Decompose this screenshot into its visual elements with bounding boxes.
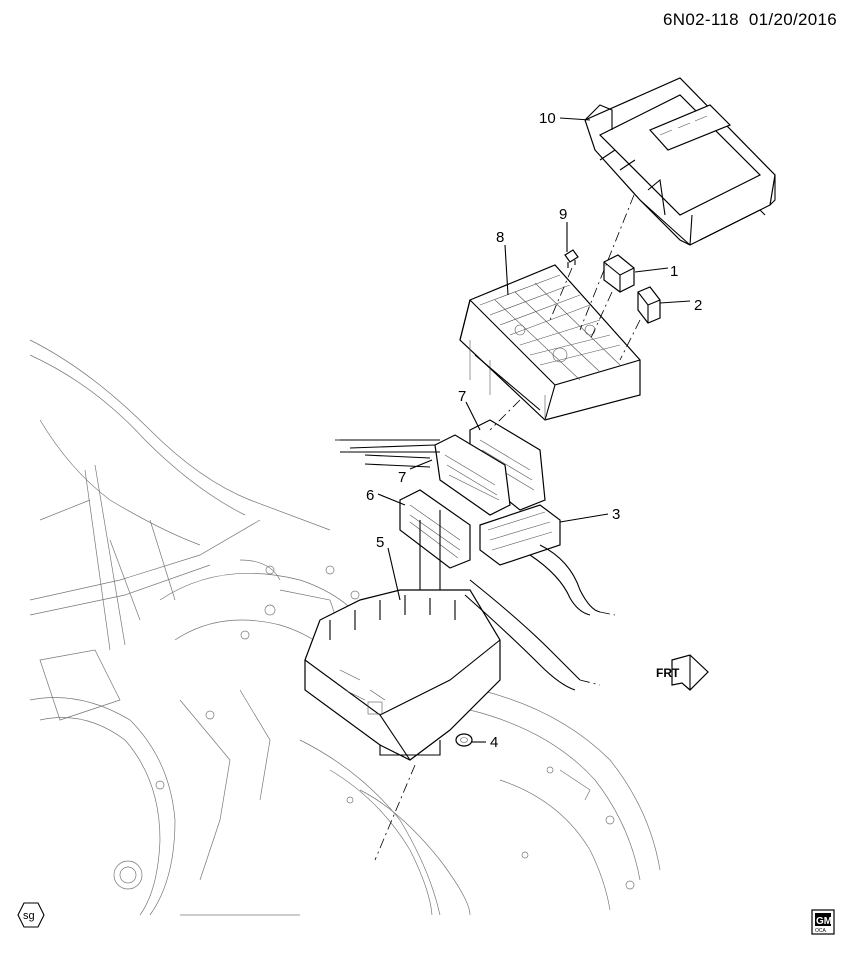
diagram-header: 6N02-118 01/20/2016: [663, 10, 837, 30]
callout-3: 3: [612, 506, 620, 523]
fuse-block-part: [459, 264, 641, 421]
callout-4: 4: [490, 734, 498, 751]
nut-part: [455, 733, 473, 747]
diagram-code: 6N02-118: [663, 10, 739, 29]
gm-logo: GM OCA: [811, 909, 835, 935]
callout-7a: 7: [458, 388, 466, 405]
connector-left-part: [399, 489, 471, 569]
vehicle-body-outline: [29, 339, 661, 916]
assembly-lines: [335, 194, 641, 861]
callout-5: 5: [376, 534, 384, 551]
cover-part: [584, 77, 776, 246]
diagram-date: 01/20/2016: [748, 10, 837, 29]
callout-9: 9: [559, 206, 567, 223]
leader-lines: [377, 117, 691, 743]
callout-2: 2: [694, 297, 702, 314]
callout-10: 10: [539, 110, 556, 127]
callout-labels: 10 9 1 2 8 7 7 6 3 5 4: [366, 110, 702, 751]
callout-6: 6: [366, 487, 374, 504]
callout-7b: 7: [398, 469, 406, 486]
bracket-part: [304, 510, 581, 761]
front-direction-arrow: FRT: [656, 654, 709, 691]
connector-upper-part: [340, 419, 546, 516]
gm-logo-text: GM: [816, 916, 832, 927]
sg-mark-text: sg: [23, 910, 35, 922]
sg-mark: sg: [17, 902, 45, 928]
callout-8: 8: [496, 229, 504, 246]
relay-small-part: [637, 286, 661, 324]
connector-right-part: [479, 504, 601, 616]
callout-1: 1: [670, 263, 678, 280]
fuse-part: [564, 249, 579, 268]
frt-label: FRT: [656, 666, 680, 680]
gm-logo-subtext: OCA: [815, 928, 827, 934]
relay-large-part: [603, 254, 635, 293]
